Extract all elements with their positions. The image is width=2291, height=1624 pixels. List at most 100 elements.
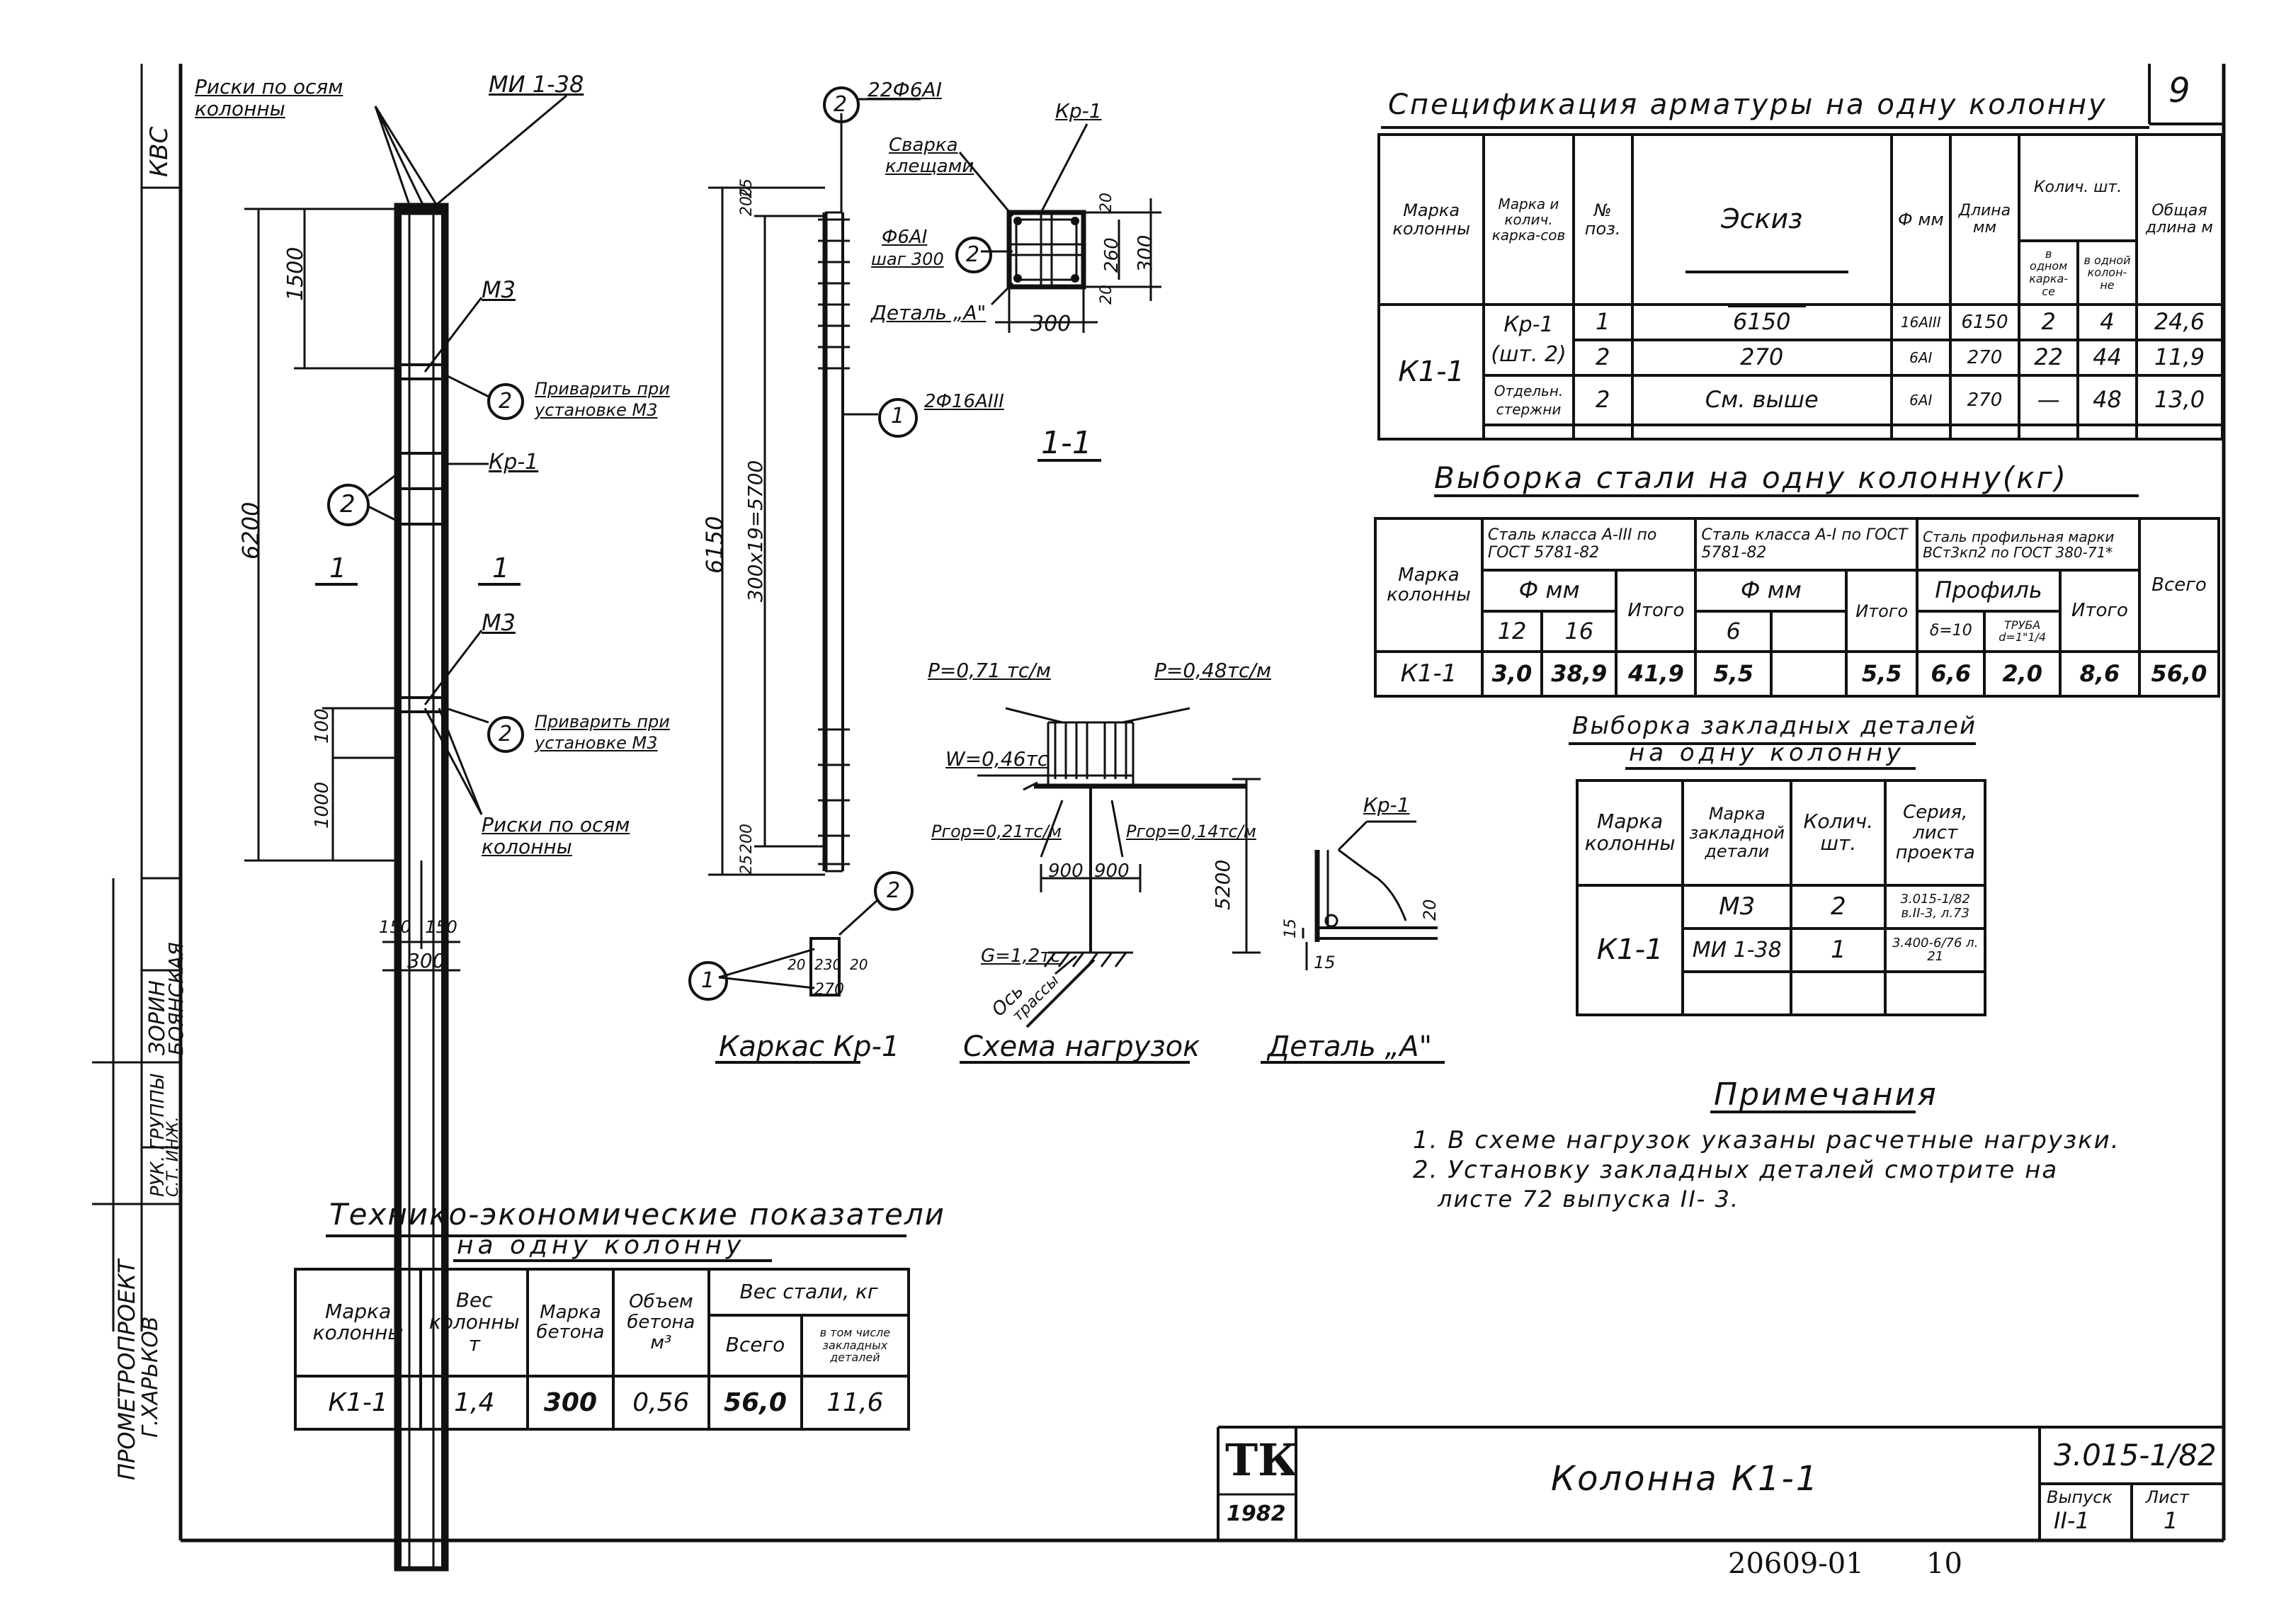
frame-title: Каркас Кр-1 [719,1030,900,1063]
emb-h-kolich: Колич. шт. [1790,779,1887,887]
steel-h-12: 12 [1480,609,1544,654]
spec-row0-f: 16АIII [1889,303,1952,341]
spec-karkas: Кр-1(шт. 2) [1482,303,1575,377]
frame-sec-w2: 230 [814,956,842,973]
emb-row1-kol: 1 [1790,926,1887,973]
tech-h-marka: Марка колонны [293,1268,423,1378]
spec-h-obshaya: Общая длина м [2134,133,2224,306]
spec-empty-4 [1889,424,1952,441]
tech-title-2: на одну колонну [457,1231,746,1260]
steel-h-a3: Сталь класса А-III по ГОСТ 5781-82 [1480,516,1698,572]
spec-row0-dlina: 6150 [1948,303,2021,341]
section-label-detal: Деталь „А" [871,301,987,324]
spec-h-kolich: Колич. шт. [2018,133,2138,242]
steel-h-itogo2: Итого [1845,569,1919,654]
spec-h-eskiz: Эскиз [1630,133,1893,306]
spec-row0-eskiz: 6150 [1630,303,1893,341]
circle-2c: 2 [499,722,513,746]
spec-table: Марка колонны Марка и колич. карка-сов №… [1377,133,2224,441]
spec-h-v-odnom-karkase: в одном карка-се [2018,239,2080,306]
dim-100: 100 [312,708,333,744]
steel-table: Марка колонны Сталь класса А-III по ГОСТ… [1374,516,2221,698]
steel-empty [1769,650,1848,698]
bottom-num: 10 [1926,1548,1962,1580]
section-dim-20b: 20 [1098,285,1115,305]
tech-h-obem: Объем бетона м³ [611,1268,711,1378]
load-g: G=1,2тс [981,946,1061,967]
steel-h-fmm1: Ф мм [1480,569,1618,613]
detail-dim-15a: 15 [1282,919,1300,938]
frame-sec-w1: 20 [788,956,806,973]
label-m3-bottom: М3 [482,609,516,636]
tech-title-1: Технико-экономические показатели [329,1197,945,1232]
steel-tr: 2,0 [1983,650,2062,698]
frame-sec-total: 270 [814,981,844,999]
steel-h-itogo1: Итого [1615,569,1698,654]
section-circle: 2 [966,242,980,267]
frame-dim-total: 6150 [701,516,728,574]
tech-h-v-tom: в том числе закладных деталей [800,1313,911,1378]
spec-otdelnye: Отдельн.стержни [1482,374,1575,426]
spec-marka: К1-1 [1377,303,1486,441]
emb-row0-det: М3 [1681,883,1793,930]
steel-h-a1: Сталь класса А-I по ГОСТ 5781-82 [1694,516,1919,572]
circle-2b: 2 [499,389,513,414]
section-dim-300-bottom: 300 [1030,312,1071,336]
spec-row2-f: 6АI [1889,374,1952,426]
steel-marka: К1-1 [1374,650,1484,698]
emb-marka: К1-1 [1575,883,1685,1017]
load-dim-900b: 900 [1094,861,1130,882]
spec-h-marka: Марка колонны [1377,133,1486,306]
frame-dim-25-bottom: 25 [738,855,756,875]
section-label-shag: шаг 300 [871,249,944,269]
section-label-f6: Ф6АI [882,227,928,248]
spec-row1-f: 6АI [1889,339,1952,377]
emb-row0-kol: 2 [1790,883,1887,930]
emb-h-seriya: Серия, лист проекта [1884,779,1986,887]
steel-h-prof: Сталь профильная марки ВСт3кп2 по ГОСТ 3… [1916,516,2141,572]
load-dim-5200: 5200 [1211,859,1234,910]
detail-dim-15b: 15 [1314,953,1336,972]
steel-h-fmm2: Ф мм [1694,569,1848,613]
tech-table: Марка колонны Вес колонны т Марка бетона… [293,1268,911,1431]
spec-row0-total: 24,6 [2134,303,2224,341]
title-name: Колонна К1-1 [1551,1459,1820,1499]
spec-row0-k1: 2 [2018,303,2080,341]
emb-empty-2 [1790,970,1887,1017]
emb-h-marka: Марка колонны [1575,779,1685,887]
detail-title: Деталь „А" [1268,1030,1433,1063]
spec-empty-3 [1630,424,1893,441]
steel-itogo2: 5,5 [1845,650,1919,698]
tech-marka: К1-1 [293,1374,423,1431]
detail-dim-20: 20 [1420,899,1440,921]
steel-itogo3: 8,6 [2058,650,2141,698]
section-dim-260: 260 [1101,237,1122,273]
load-dim-900a: 900 [1048,861,1084,882]
section-mark-right: 1 [492,552,510,584]
notes-item-1: 1. В схеме нагрузок указаны расчетные на… [1413,1126,2120,1154]
frame-sec-c1: 1 [701,968,715,993]
spec-empty-2 [1571,424,1634,441]
frame-dim-200-bottom: 200 [738,824,756,853]
frame-bar-long: 2Ф16АIII [924,391,1004,412]
emb-row1-det: МИ 1-38 [1681,926,1793,973]
spec-row2-k2: 48 [2076,374,2138,426]
spec-row0-pos: 1 [1571,303,1634,341]
dim-150b: 150 [425,917,457,937]
spec-row2-dlina: 270 [1948,374,2021,426]
spec-h-v-odnoy-kolonne: в одной колон-не [2076,239,2138,306]
load-pgor1: Pгор=0,21тс/м [931,822,1062,841]
embedded-title-2: на одну колонну [1629,739,1905,767]
load-title: Схема нагрузок [963,1030,1200,1063]
frame-circle-long: 1 [891,404,905,428]
spec-row1-k1: 22 [2018,339,2080,377]
emb-h-marka-det: Марка закладной детали [1681,779,1793,887]
steel-vsego: 56,0 [2137,650,2221,698]
side-stamp-city: Г.ХАРЬКОВ [138,1316,163,1438]
spec-row1-total: 11,9 [2134,339,2224,377]
label-m3-top: М3 [482,276,516,303]
steel-h-vsego: Всего [2137,516,2221,654]
load-p2: P=0,48тс/м [1154,659,1271,682]
frame-circle-top: 2 [834,92,848,117]
spec-row2-eskiz: См. выше [1630,374,1893,426]
